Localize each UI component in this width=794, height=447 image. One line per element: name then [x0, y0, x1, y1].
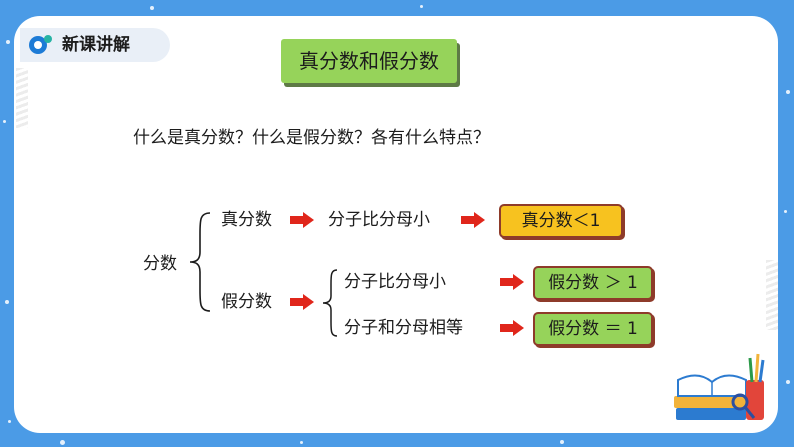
question-text: 什么是真分数？什么是假分数？各有什么特点？ — [133, 128, 490, 148]
slide-title: 真分数和假分数 — [281, 39, 457, 83]
proper-result-box: 真分数＜1 — [499, 204, 623, 238]
sparkle-dot — [786, 90, 790, 94]
improper-condition1-label: 分子比分母小 — [344, 272, 446, 292]
content-card — [14, 16, 778, 433]
right-arrow-icon — [500, 274, 524, 290]
sparkle-dot — [3, 120, 6, 123]
sparkle-dot — [60, 440, 65, 445]
sparkle-dot — [5, 300, 9, 304]
small-brace-icon — [322, 269, 338, 337]
right-arrow-icon — [461, 212, 485, 228]
sparkle-dot — [420, 5, 423, 8]
proper-fraction-label: 真分数 — [221, 210, 272, 230]
right-arrow-icon — [290, 294, 314, 310]
sparkle-dot — [786, 380, 790, 384]
left-brace-icon — [189, 212, 211, 312]
books-illustration-icon — [674, 353, 765, 420]
decorative-stripe — [16, 68, 28, 128]
decorative-stripe — [766, 260, 778, 330]
sparkle-dot — [6, 40, 10, 44]
sparkle-dot — [560, 440, 564, 444]
sparkle-dot — [8, 420, 11, 423]
app-logo-icon — [29, 35, 52, 54]
sparkle-dot — [784, 210, 787, 213]
sparkle-dot — [300, 441, 303, 444]
right-arrow-icon — [290, 212, 314, 228]
improper-condition2-label: 分子和分母相等 — [344, 318, 463, 338]
right-arrow-icon — [500, 320, 524, 336]
root-label: 分数 — [143, 254, 177, 274]
improper-result1-box: 假分数 ＞ 1 — [533, 266, 653, 300]
header-title: 新课讲解 — [62, 35, 130, 55]
improper-fraction-label: 假分数 — [221, 292, 272, 312]
improper-result2-box: 假分数 ＝ 1 — [533, 312, 653, 346]
proper-condition-label: 分子比分母小 — [328, 210, 430, 230]
sparkle-dot — [150, 6, 154, 10]
